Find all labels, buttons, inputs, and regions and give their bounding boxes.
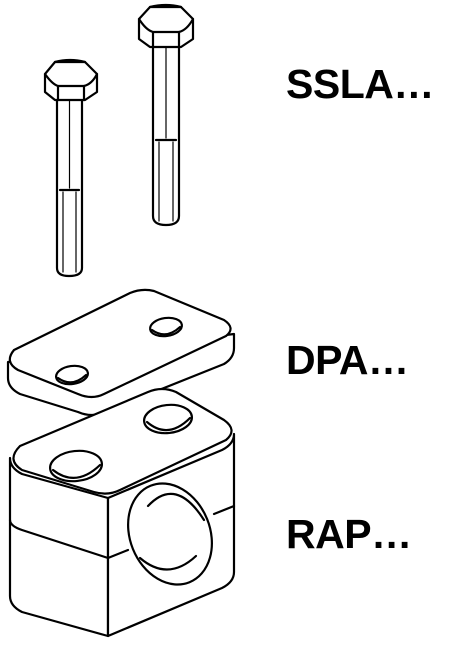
bolts-label: SSLA… (286, 61, 434, 107)
cover-plate-label: DPA… (286, 337, 409, 383)
bolt-short (137, 3, 195, 227)
clamp-body-label: RAP… (286, 511, 412, 557)
clamp-body (8, 387, 236, 638)
bolt-long (43, 58, 99, 278)
cover-plate (6, 288, 236, 417)
